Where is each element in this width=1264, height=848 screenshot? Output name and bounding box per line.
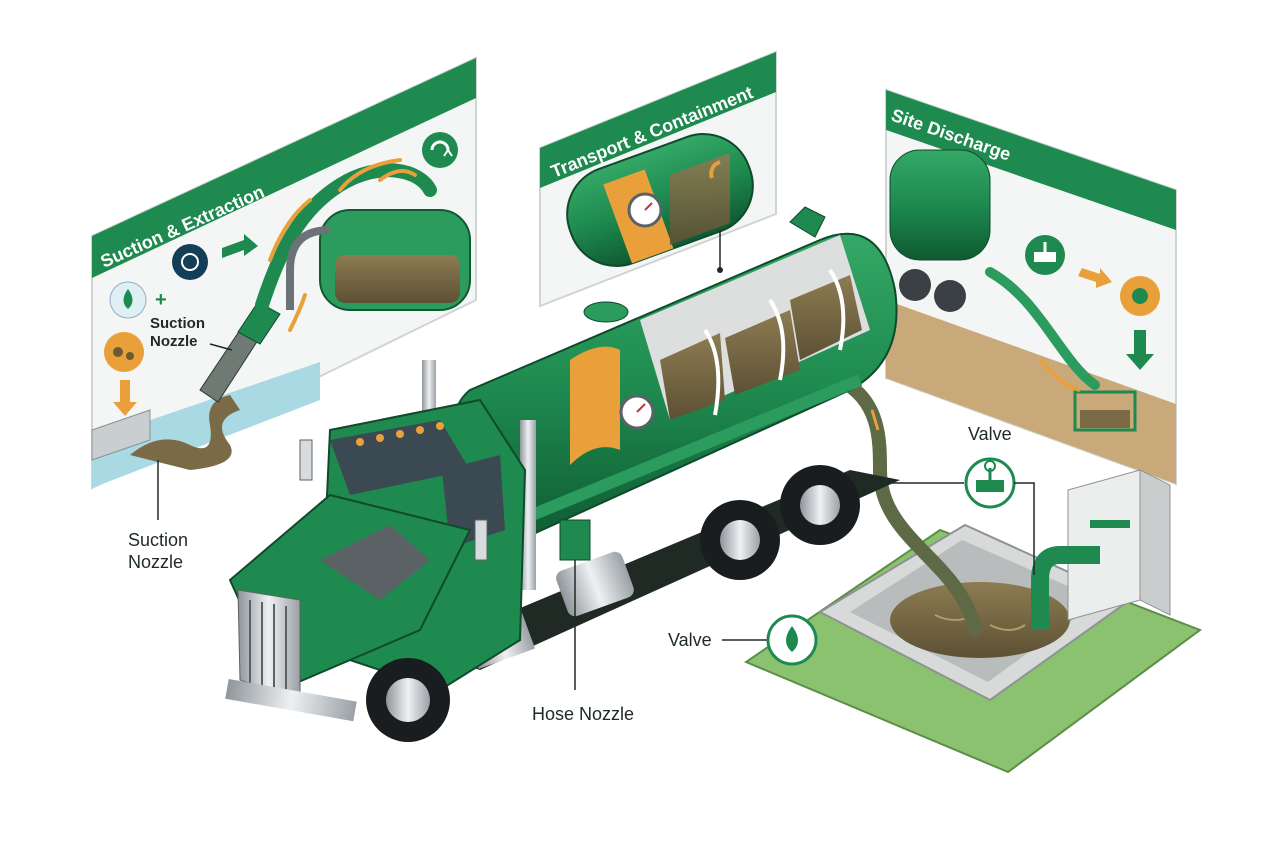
callout-valve-left: Valve xyxy=(668,614,818,666)
callout-suction-nozzle: Suction Nozzle xyxy=(128,460,188,572)
water-drop-icon xyxy=(109,281,147,319)
panel-site-discharge: Site Discharge xyxy=(885,88,1177,486)
arrow-right-icon xyxy=(222,234,258,258)
pump-icon xyxy=(172,244,208,280)
truck-cab xyxy=(225,398,591,722)
callout-hose-nozzle: Hose Nozzle xyxy=(532,560,634,724)
arrow-down-icon xyxy=(113,380,137,416)
callout-valve-top-label: Valve xyxy=(968,424,1012,444)
recycle-icon xyxy=(422,132,458,168)
panel-suction-extraction: Suction & Extraction + xyxy=(91,56,477,490)
transport-tank-illustration xyxy=(566,133,754,267)
arrow-down-icon xyxy=(1126,330,1154,370)
gauge-icon xyxy=(619,394,655,430)
valve-icon xyxy=(964,457,1016,509)
callout-valve-left-label: Valve xyxy=(668,630,712,650)
callout-suction-label-2: Nozzle xyxy=(128,552,183,572)
truck-wheels xyxy=(366,465,860,742)
valve-icon xyxy=(1120,276,1160,316)
truck-tank xyxy=(448,206,898,547)
debris-icon xyxy=(104,332,144,372)
water-drop-icon xyxy=(766,614,818,666)
callout-suction-label-1: Suction xyxy=(128,530,188,550)
callout-hose-nozzle-label: Hose Nozzle xyxy=(532,704,634,724)
callout-valve-top: Valve xyxy=(885,424,1035,575)
valve-icon xyxy=(1025,235,1065,275)
svg-text:+: + xyxy=(155,289,167,311)
panel-transport-containment: Transport & Containment xyxy=(539,50,777,308)
inner-nozzle-label-1: Suction xyxy=(150,315,205,332)
vacuum-truck xyxy=(225,206,900,742)
gauge-icon xyxy=(627,192,663,228)
inner-nozzle-label-2: Nozzle xyxy=(150,333,198,350)
arrow-right-icon xyxy=(1078,268,1112,288)
